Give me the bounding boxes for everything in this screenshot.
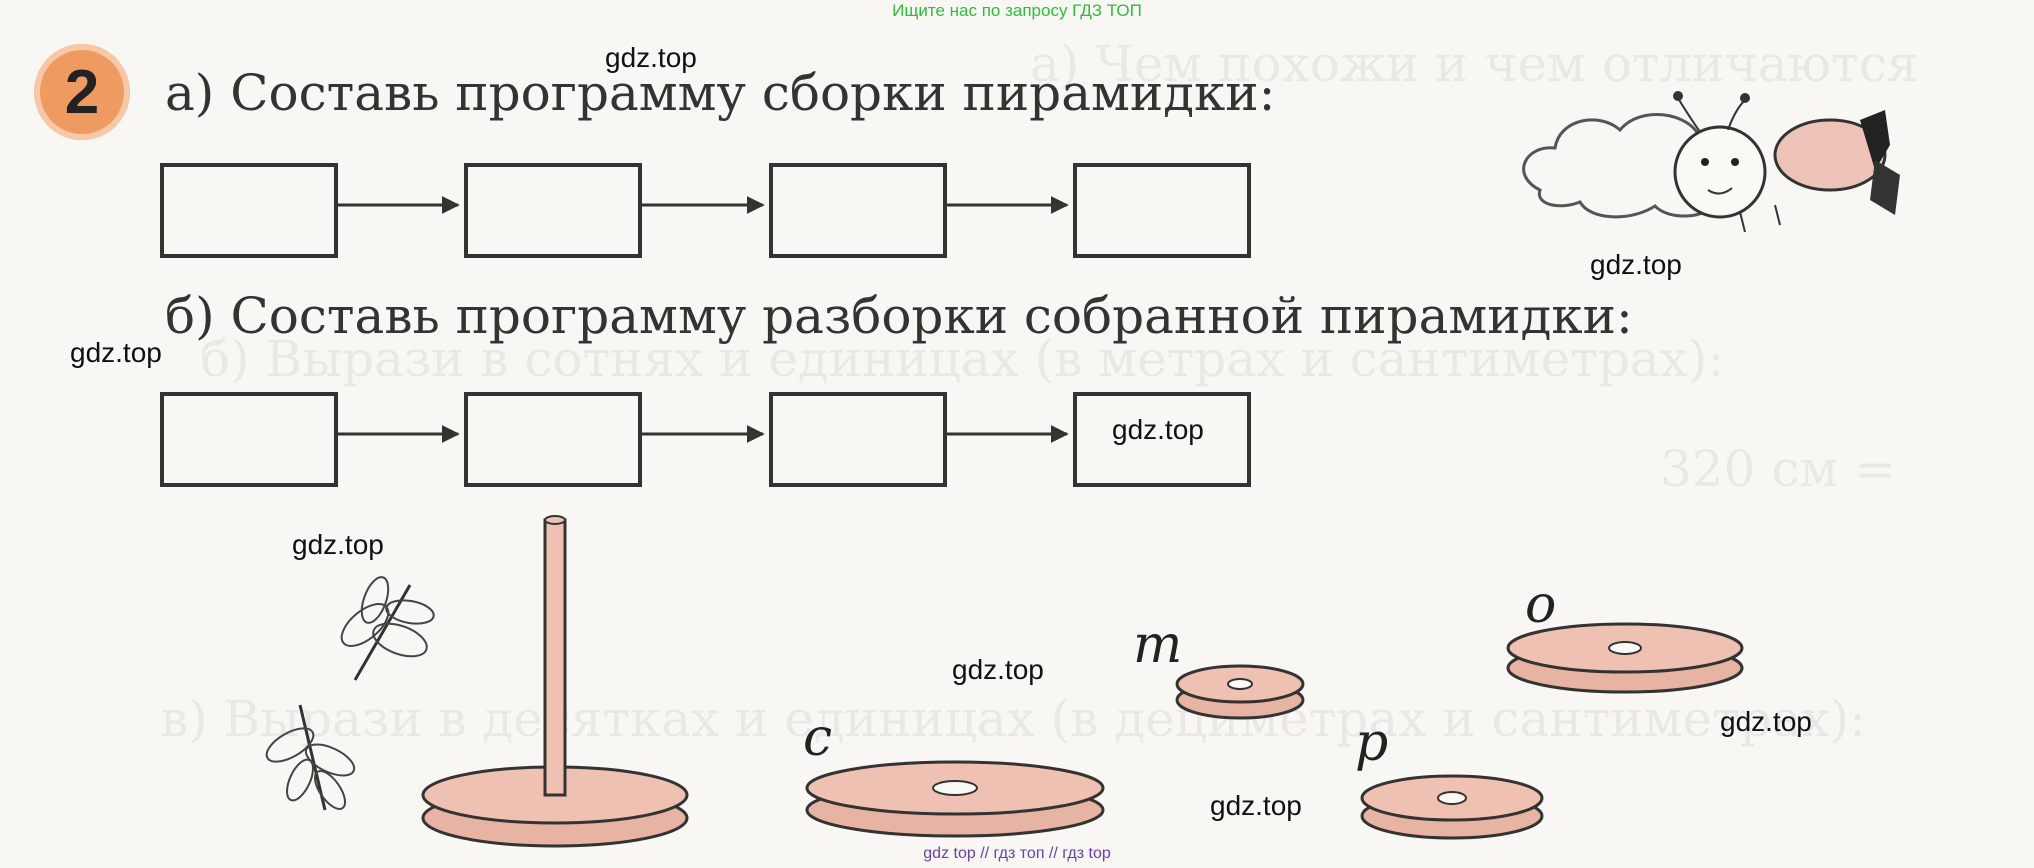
- ring-label-o: о: [1525, 575, 1557, 635]
- watermark-3: gdz.top: [70, 337, 162, 368]
- assembly-step-box[interactable]: [769, 163, 947, 258]
- assembly-step-box[interactable]: [160, 163, 338, 258]
- watermark-2: gdz.top: [1590, 249, 1682, 280]
- disassembly-step-box[interactable]: [464, 392, 642, 487]
- watermark-5: gdz.top: [292, 529, 384, 560]
- assembly-chain: [160, 163, 1251, 258]
- part-b-heading: б) Составь программу разборки собранной …: [165, 287, 1633, 345]
- dragonfly-icon: [340, 576, 435, 681]
- bottom-banner[interactable]: gdz top // гдз топ // гдз top: [923, 845, 1111, 862]
- assembly-step-box[interactable]: [1073, 163, 1251, 258]
- ring-label-p: р: [1355, 713, 1389, 773]
- disassembly-step-box[interactable]: [1073, 392, 1251, 487]
- ring-label-t: т: [1133, 615, 1183, 675]
- ring-p[interactable]: [1360, 774, 1544, 840]
- ring-o[interactable]: [1506, 622, 1744, 694]
- watermark-6: gdz.top: [952, 654, 1044, 685]
- watermark-7: gdz.top: [1720, 706, 1812, 737]
- bleed-through-text-4: 320 см =: [1660, 440, 1897, 498]
- watermark-8: gdz.top: [1210, 790, 1302, 821]
- ring-label-c: с: [803, 708, 833, 768]
- disassembly-step-box[interactable]: [769, 392, 947, 487]
- disassembly-step-box[interactable]: [160, 392, 338, 487]
- bleed-through-text-2: б) Вырази в сотнях и единицах (в метрах …: [200, 330, 1725, 388]
- ring-c[interactable]: [805, 760, 1105, 838]
- bleed-through-text-3: в) Вырази в десятках и единицах (в децим…: [160, 690, 1867, 748]
- ring-t[interactable]: [1175, 664, 1305, 720]
- watermark-4: gdz.top: [1112, 414, 1204, 445]
- bee-illustration: [1673, 91, 1900, 233]
- task-number-badge: 2: [34, 44, 130, 140]
- dragonfly-icon: [265, 704, 356, 811]
- assembly-step-box[interactable]: [464, 163, 642, 258]
- part-a-heading: а) Составь программу сборки пирамидки:: [165, 64, 1276, 122]
- disassembly-chain: [160, 392, 1251, 487]
- top-banner[interactable]: Ищите нас по запросу ГДЗ ТОП: [892, 1, 1142, 20]
- pyramid-stand: [421, 515, 689, 848]
- bleed-through-text-1: а) Чем похожи и чем отличаются: [1030, 35, 1919, 93]
- watermark-1: gdz.top: [605, 42, 697, 73]
